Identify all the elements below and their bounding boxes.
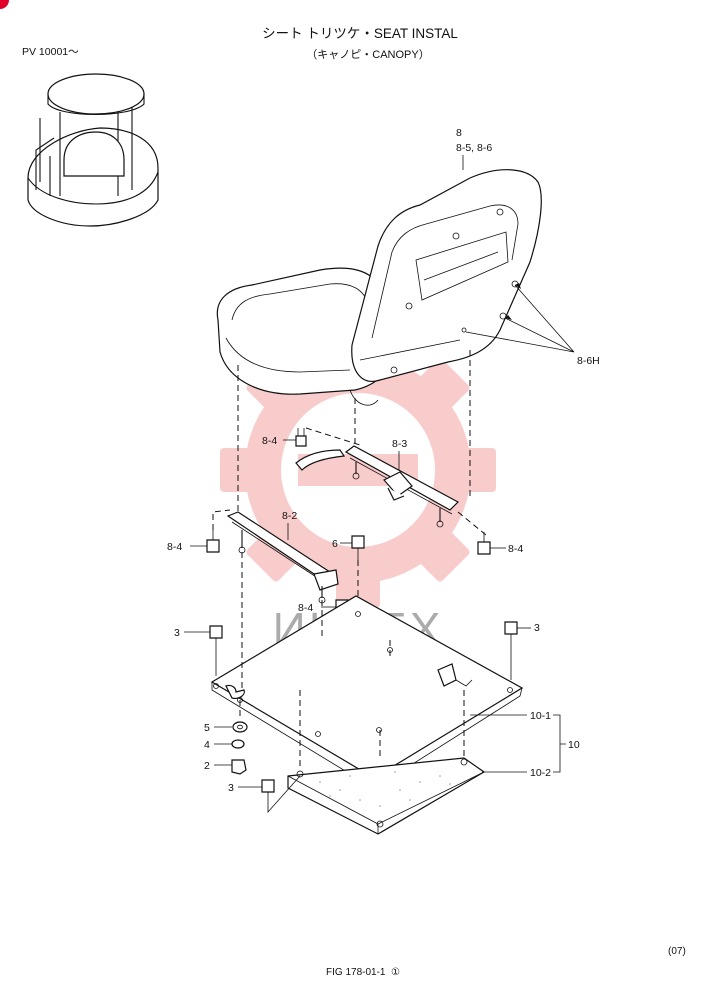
revision-mark: ①	[391, 967, 400, 978]
mounting-plate	[210, 595, 524, 787]
label-4: 4	[204, 739, 210, 751]
bolt-8-4-upper	[295, 428, 307, 447]
washer-4	[231, 739, 245, 749]
nut-2	[231, 759, 247, 775]
label-5: 5	[204, 722, 210, 734]
label-8-6h: 8-6H	[577, 355, 600, 367]
slide-rail-lower	[226, 511, 339, 604]
bolt-8-4-right	[477, 532, 491, 555]
page-title: シート トリツケ・SEAT INSTAL	[262, 26, 458, 41]
label-8-4-lower: 8-4	[298, 602, 313, 614]
label-2: 2	[204, 760, 210, 772]
bolt-6	[351, 535, 365, 560]
washer-5	[232, 721, 248, 733]
label-10: 10	[568, 739, 580, 751]
label-10-2: 10-2	[530, 767, 551, 779]
label-3-left: 3	[174, 627, 180, 639]
label-8: 8	[456, 127, 462, 139]
label-8-4-upper: 8-4	[262, 435, 277, 447]
label-3-bottom: 3	[228, 782, 234, 794]
label-8-4-right: 8-4	[508, 543, 523, 555]
corner-mark-icon	[0, 0, 9, 9]
figure-number: FIG 178-01-1	[326, 967, 386, 978]
bolt-3-left	[209, 625, 223, 676]
page-number: (07)	[668, 946, 686, 957]
machine-thumbnail	[27, 73, 159, 227]
seat-assembly	[216, 169, 542, 406]
page-subtitle: （キャノピ・CANOPY）	[306, 48, 429, 61]
bolt-3-bottom	[261, 775, 301, 814]
slide-rail-upper	[295, 445, 459, 528]
serial-range: PV 10001～	[22, 46, 79, 58]
label-10-1: 10-1	[530, 710, 551, 722]
label-6: 6	[332, 538, 338, 550]
label-8-4-left: 8-4	[167, 541, 182, 553]
bolt-3-right	[504, 621, 518, 680]
cushion-pad	[287, 757, 486, 835]
label-8-5-8-6: 8-5, 8-6	[456, 142, 492, 154]
washer-5-hole	[237, 724, 243, 730]
label-8-2: 8-2	[282, 510, 297, 522]
bolt-8-4-left	[206, 530, 220, 553]
label-3-right: 3	[534, 622, 540, 634]
label-8-3: 8-3	[392, 438, 407, 450]
